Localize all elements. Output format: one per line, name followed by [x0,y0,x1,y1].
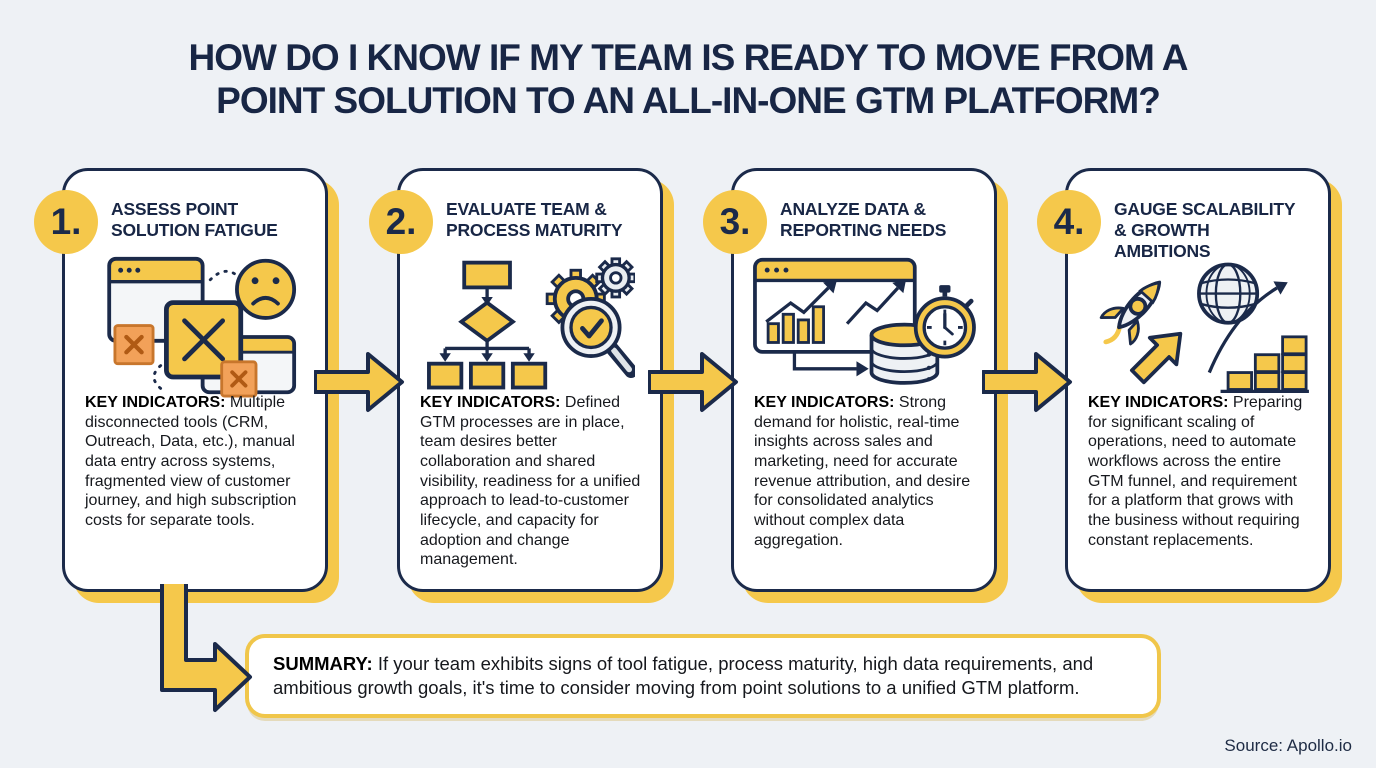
disconnected-tools-icon [107,256,297,398]
error-box-icon [113,323,155,365]
step-1-icon-area [65,256,325,398]
growth-curve-arrow-icon [1207,286,1278,373]
page-title-line1: HOW DO I KNOW IF MY TEAM IS READY TO MOV… [188,37,1189,78]
step-1-title: ASSESS POINT SOLUTION FATIGUE [111,199,278,240]
step-4-title: GAUGE SCALABILITY & GROWTH AMBITIONS [1114,199,1296,261]
dashed-link-icon [152,363,163,390]
dashed-link-icon [208,269,237,281]
step-2-icon-area [400,256,660,391]
key-indicators-label: KEY INDICATORS: [420,394,561,411]
step-4-number-badge: 4. [1037,190,1101,254]
key-indicators-text: Strong demand for holistic, real-time in… [754,394,971,549]
bar-chart-icon [766,304,825,344]
flow-arrow-3-icon [982,352,1072,412]
flowchart-icon [427,260,548,389]
rocket-icon [1099,280,1162,345]
step-3-title: ANALYZE DATA & REPORTING NEEDS [780,199,947,240]
key-indicators-label: KEY INDICATORS: [85,394,226,411]
growth-bars-icon [1226,334,1308,391]
process-maturity-icon [427,256,635,389]
step-card-2: 2. EVALUATE TEAM & PROCESS MATURITY [369,168,663,592]
error-box-icon [220,359,258,398]
step-4-icon-area [1068,261,1328,393]
step-3-key-indicators: KEY INDICATORS: Strong demand for holist… [754,393,982,550]
step-2-number-badge: 2. [369,190,433,254]
step-3-number-badge: 3. [703,190,767,254]
step-card-1: 1. ASSESS POINT SOLUTION FATIGUE [34,168,328,592]
source-credit: Source: Apollo.io [1224,736,1352,755]
gear-icon [595,256,635,298]
trend-arrow-icon [765,286,830,323]
summary-body: If your team exhibits signs of tool fati… [273,653,1094,698]
summary-connector-arrow-icon [160,584,252,712]
summary-label: SUMMARY: [273,653,373,675]
sad-face-icon [235,258,297,320]
key-indicators-text: Defined GTM processes are in place, team… [420,394,641,569]
page-title: HOW DO I KNOW IF MY TEAM IS READY TO MOV… [0,36,1376,123]
step-4-key-indicators: KEY INDICATORS: Preparing for significan… [1088,393,1316,550]
stopwatch-icon [913,284,976,358]
flow-arrow-2-icon [648,352,738,412]
flow-arrow-1-icon [314,352,404,412]
step-1-number-badge: 1. [34,190,98,254]
step-card-4: 4. GAUGE SCALABILITY & GROWTH AMBITIONS [1037,168,1331,592]
step-1-key-indicators: KEY INDICATORS: Multiple disconnected to… [85,393,313,531]
step-2-title: EVALUATE TEAM & PROCESS MATURITY [446,199,623,240]
connector-arrow-icon [792,351,857,370]
big-x-box-icon [164,299,244,379]
step-3-icon-area [734,257,994,391]
magnifier-check-icon [560,296,635,378]
rocket-growth-icon [1099,262,1309,393]
summary-text: SUMMARY: If your team exhibits signs of … [273,652,1133,699]
step-2-key-indicators: KEY INDICATORS: Defined GTM processes ar… [420,393,648,570]
step-card-3: 3. ANALYZE DATA & REPORTING NEEDS [703,168,997,592]
key-indicators-text: Multiple disconnected tools (CRM, Outrea… [85,394,297,530]
key-indicators-label: KEY INDICATORS: [754,394,895,411]
page-title-line2: POINT SOLUTION TO AN ALL-IN-ONE GTM PLAT… [216,80,1161,122]
globe-icon [1197,262,1260,325]
trend-arrow-icon [845,286,900,325]
up-right-arrow-icon [1129,331,1183,384]
summary-box: SUMMARY: If your team exhibits signs of … [245,634,1161,718]
key-indicators-label: KEY INDICATORS: [1088,394,1229,411]
key-indicators-text: Preparing for significant scaling of ope… [1088,394,1303,549]
analytics-dashboard-icon [753,257,976,385]
dashboard-window-icon [753,257,917,354]
